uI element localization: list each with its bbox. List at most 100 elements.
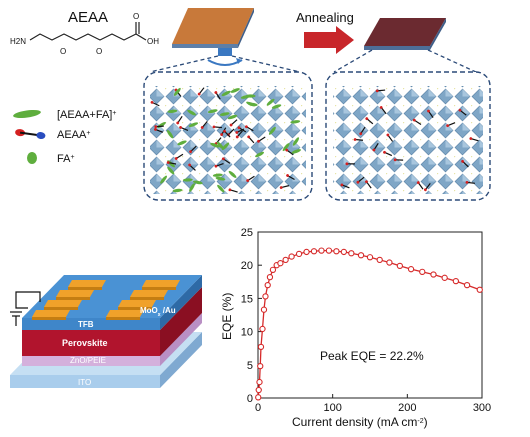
data-point	[333, 248, 340, 255]
data-point	[441, 274, 448, 281]
layer-perovskite	[22, 330, 160, 356]
cation-head	[427, 109, 430, 113]
cation-head	[285, 148, 289, 152]
data-point	[318, 247, 325, 254]
data-point	[325, 247, 333, 254]
cation-head	[383, 150, 386, 154]
ether-oxygen-1: O	[60, 47, 66, 56]
electrode-pad	[68, 280, 106, 287]
cation-head	[154, 127, 157, 131]
data-point	[256, 378, 263, 386]
legend-label-3: FA+	[57, 153, 75, 165]
cation-mark	[240, 95, 251, 99]
x-axis-label: Current density (mA cm-2)	[292, 415, 428, 429]
electrode-edge	[32, 317, 66, 320]
cation-head	[246, 179, 250, 182]
y-tick-label: 20	[241, 260, 253, 272]
data-point	[264, 281, 271, 289]
legend-label-2: AEAA+	[57, 129, 90, 141]
cation-head	[424, 188, 427, 192]
cation-mark	[216, 141, 224, 150]
cation-head	[359, 132, 363, 136]
cation-mark	[221, 90, 231, 97]
electrode-pad	[142, 280, 180, 287]
data-point	[262, 293, 269, 300]
fa-icon	[27, 152, 37, 164]
cation-mark	[215, 176, 226, 181]
cation-head	[365, 180, 368, 184]
data-point	[269, 266, 277, 273]
aeaa-molecule: AEAA H2N O O O OH	[10, 9, 159, 56]
electrode-edge	[142, 287, 176, 290]
cation-head	[257, 139, 260, 143]
data-point	[259, 325, 266, 333]
data-point	[310, 248, 318, 255]
cation-head	[247, 135, 251, 139]
lattice-panel-after	[325, 49, 491, 201]
legend: [AEAA+FA]+ AEAA+ FA+	[13, 109, 116, 165]
cation-mark	[192, 180, 203, 185]
data-point	[430, 271, 437, 278]
cation-mark	[292, 137, 300, 146]
cation-head	[228, 188, 232, 192]
substrate-after	[364, 18, 446, 50]
data-point	[419, 268, 426, 275]
eqe-series	[255, 247, 483, 401]
cation-mark	[230, 88, 240, 93]
surface-cations	[150, 87, 301, 193]
electrode-edge	[68, 287, 102, 290]
electrode-pad	[44, 300, 82, 307]
cation-mark	[282, 143, 290, 152]
cation-head	[279, 186, 283, 189]
cation-head	[221, 157, 225, 161]
cation-mark	[212, 173, 223, 177]
cation-head	[214, 91, 218, 94]
data-point	[255, 394, 262, 401]
passivating-cations	[340, 89, 479, 192]
peak-annotation: Peak EQE = 22.2%	[320, 349, 424, 363]
cation-mark	[189, 183, 195, 192]
ether-oxygen-2: O	[96, 47, 102, 56]
cation-mark	[173, 87, 181, 96]
label-zno: ZnO/PEIE	[70, 356, 106, 365]
cation-head	[188, 163, 192, 167]
cation-head	[465, 180, 469, 184]
cation-head	[179, 126, 182, 129]
cation-mark	[268, 126, 276, 135]
cation-head	[375, 89, 379, 93]
x-tick-label: 0	[255, 402, 261, 414]
electrode-array	[32, 280, 180, 320]
y-axis-label: EQE (%)	[220, 293, 234, 340]
cation-head	[235, 135, 239, 139]
cation-head	[393, 158, 397, 162]
cation-head	[220, 133, 224, 136]
circuit-wire	[15, 291, 41, 309]
data-point	[288, 253, 295, 260]
layer-ito	[10, 375, 160, 388]
electrode-pad	[130, 290, 168, 297]
cation-mark	[266, 98, 275, 106]
electrode-edge	[56, 297, 90, 300]
data-point	[396, 262, 404, 270]
cation-mark	[210, 142, 220, 148]
cation-head	[189, 150, 192, 154]
aeaa-icon	[15, 129, 46, 140]
data-point	[463, 281, 471, 289]
cation-mark	[228, 170, 237, 178]
electrode-pad	[106, 310, 144, 317]
cation-mark	[167, 109, 178, 113]
cation-head	[372, 148, 376, 152]
data-point	[340, 248, 348, 256]
cation-head	[446, 124, 450, 128]
cation-head	[176, 121, 180, 125]
electrode-edge	[118, 307, 152, 310]
cation-mark	[182, 178, 193, 182]
cation-head	[386, 133, 390, 137]
y-tick-label: 15	[241, 293, 253, 305]
cation-mark	[177, 140, 187, 146]
device-stack: ZnO/PEIE Perovskite TFB ITO MoOx /Au	[10, 275, 202, 388]
cation-head	[200, 126, 204, 129]
arrow-right-icon	[304, 26, 354, 54]
cation-mark	[160, 175, 168, 184]
